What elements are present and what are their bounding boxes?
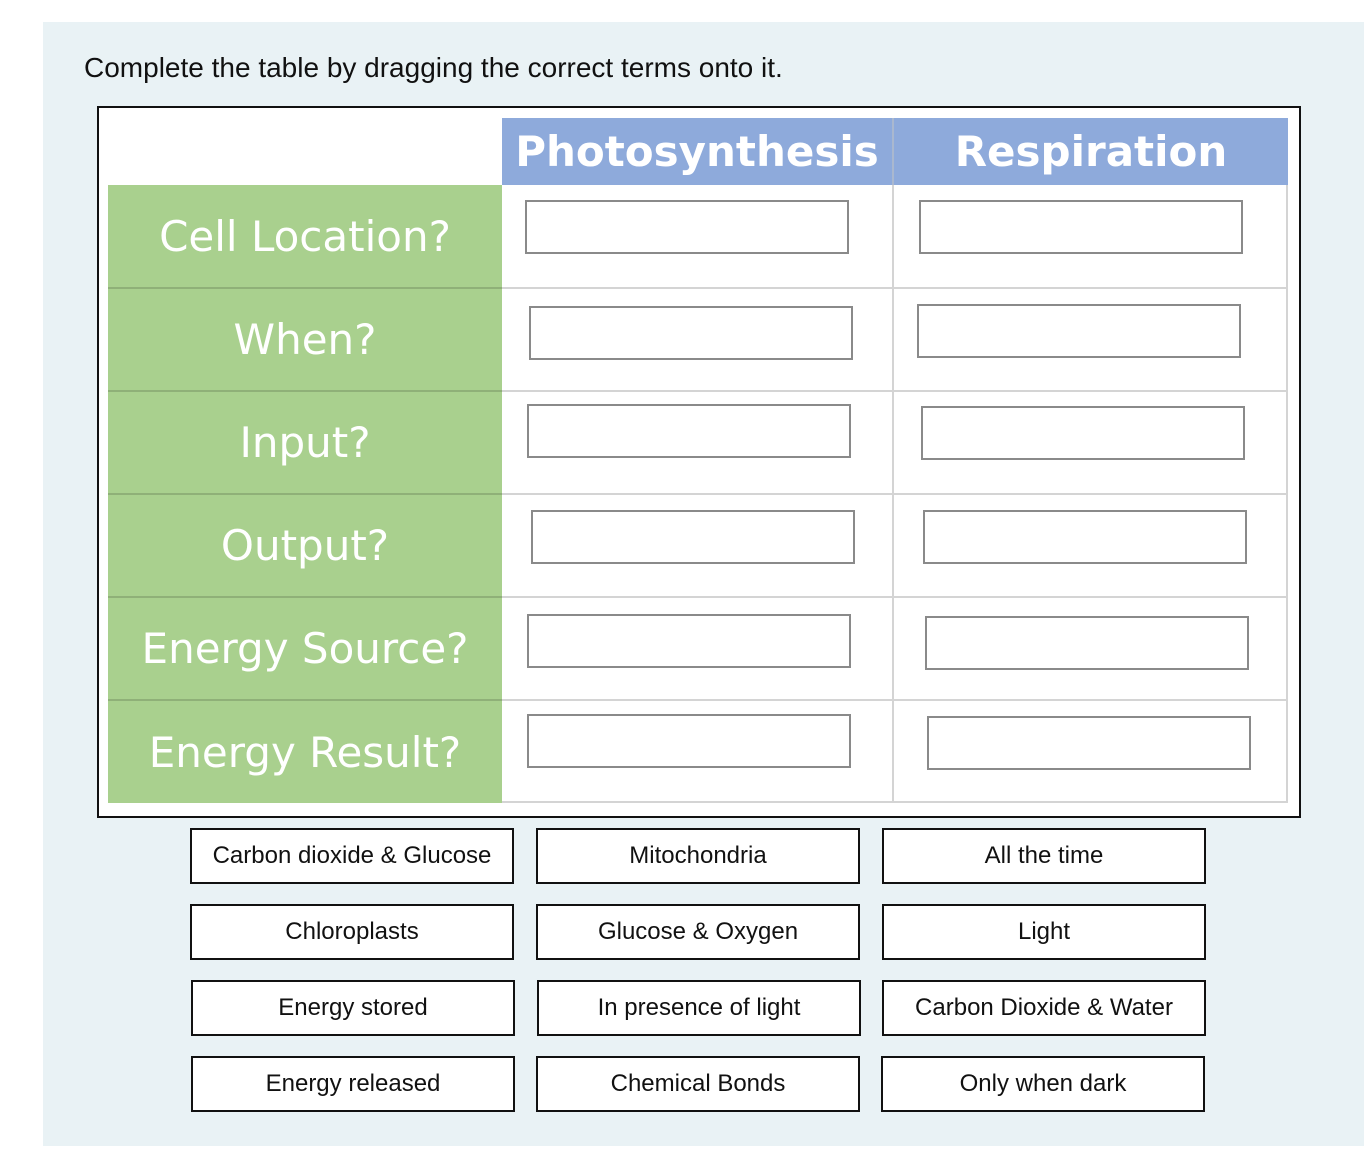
row-header-energy-result: Energy Result? [108,701,502,803]
drop-target-photosynthesis-input[interactable] [527,404,851,458]
term-energy-stored[interactable]: Energy stored [191,980,515,1036]
drop-target-respiration-energy-source[interactable] [925,616,1249,670]
drop-target-photosynthesis-cell-location[interactable] [525,200,849,254]
drop-target-photosynthesis-energy-result[interactable] [527,714,851,768]
term-mitochondria[interactable]: Mitochondria [536,828,860,884]
row-header-output: Output? [108,495,502,598]
drop-target-respiration-input[interactable] [921,406,1245,460]
term-all-the-time[interactable]: All the time [882,828,1206,884]
row-header-cell-location: Cell Location? [108,185,502,289]
term-only-when-dark[interactable]: Only when dark [881,1056,1205,1112]
row-header-input: Input? [108,392,502,495]
term-carbon-dioxide-water[interactable]: Carbon Dioxide & Water [882,980,1206,1036]
term-energy-released[interactable]: Energy released [191,1056,515,1112]
term-glucose-oxygen[interactable]: Glucose & Oxygen [536,904,860,960]
drop-target-respiration-energy-result[interactable] [927,716,1251,770]
drop-target-respiration-output[interactable] [923,510,1247,564]
drop-target-respiration-when[interactable] [917,304,1241,358]
term-chemical-bonds[interactable]: Chemical Bonds [536,1056,860,1112]
drop-target-photosynthesis-output[interactable] [531,510,855,564]
term-light[interactable]: Light [882,904,1206,960]
drop-target-photosynthesis-energy-source[interactable] [527,614,851,668]
instruction-text: Complete the table by dragging the corre… [84,52,783,83]
term-carbon-dioxide-glucose[interactable]: Carbon dioxide & Glucose [190,828,514,884]
drop-target-photosynthesis-when[interactable] [529,306,853,360]
row-header-when: When? [108,289,502,392]
term-chloroplasts[interactable]: Chloroplasts [190,904,514,960]
drop-target-respiration-cell-location[interactable] [919,200,1243,254]
term-in-presence-of-light[interactable]: In presence of light [537,980,861,1036]
row-header-energy-source: Energy Source? [108,598,502,701]
column-header-photosynthesis: Photosynthesis [502,118,894,185]
column-header-respiration: Respiration [894,118,1288,185]
